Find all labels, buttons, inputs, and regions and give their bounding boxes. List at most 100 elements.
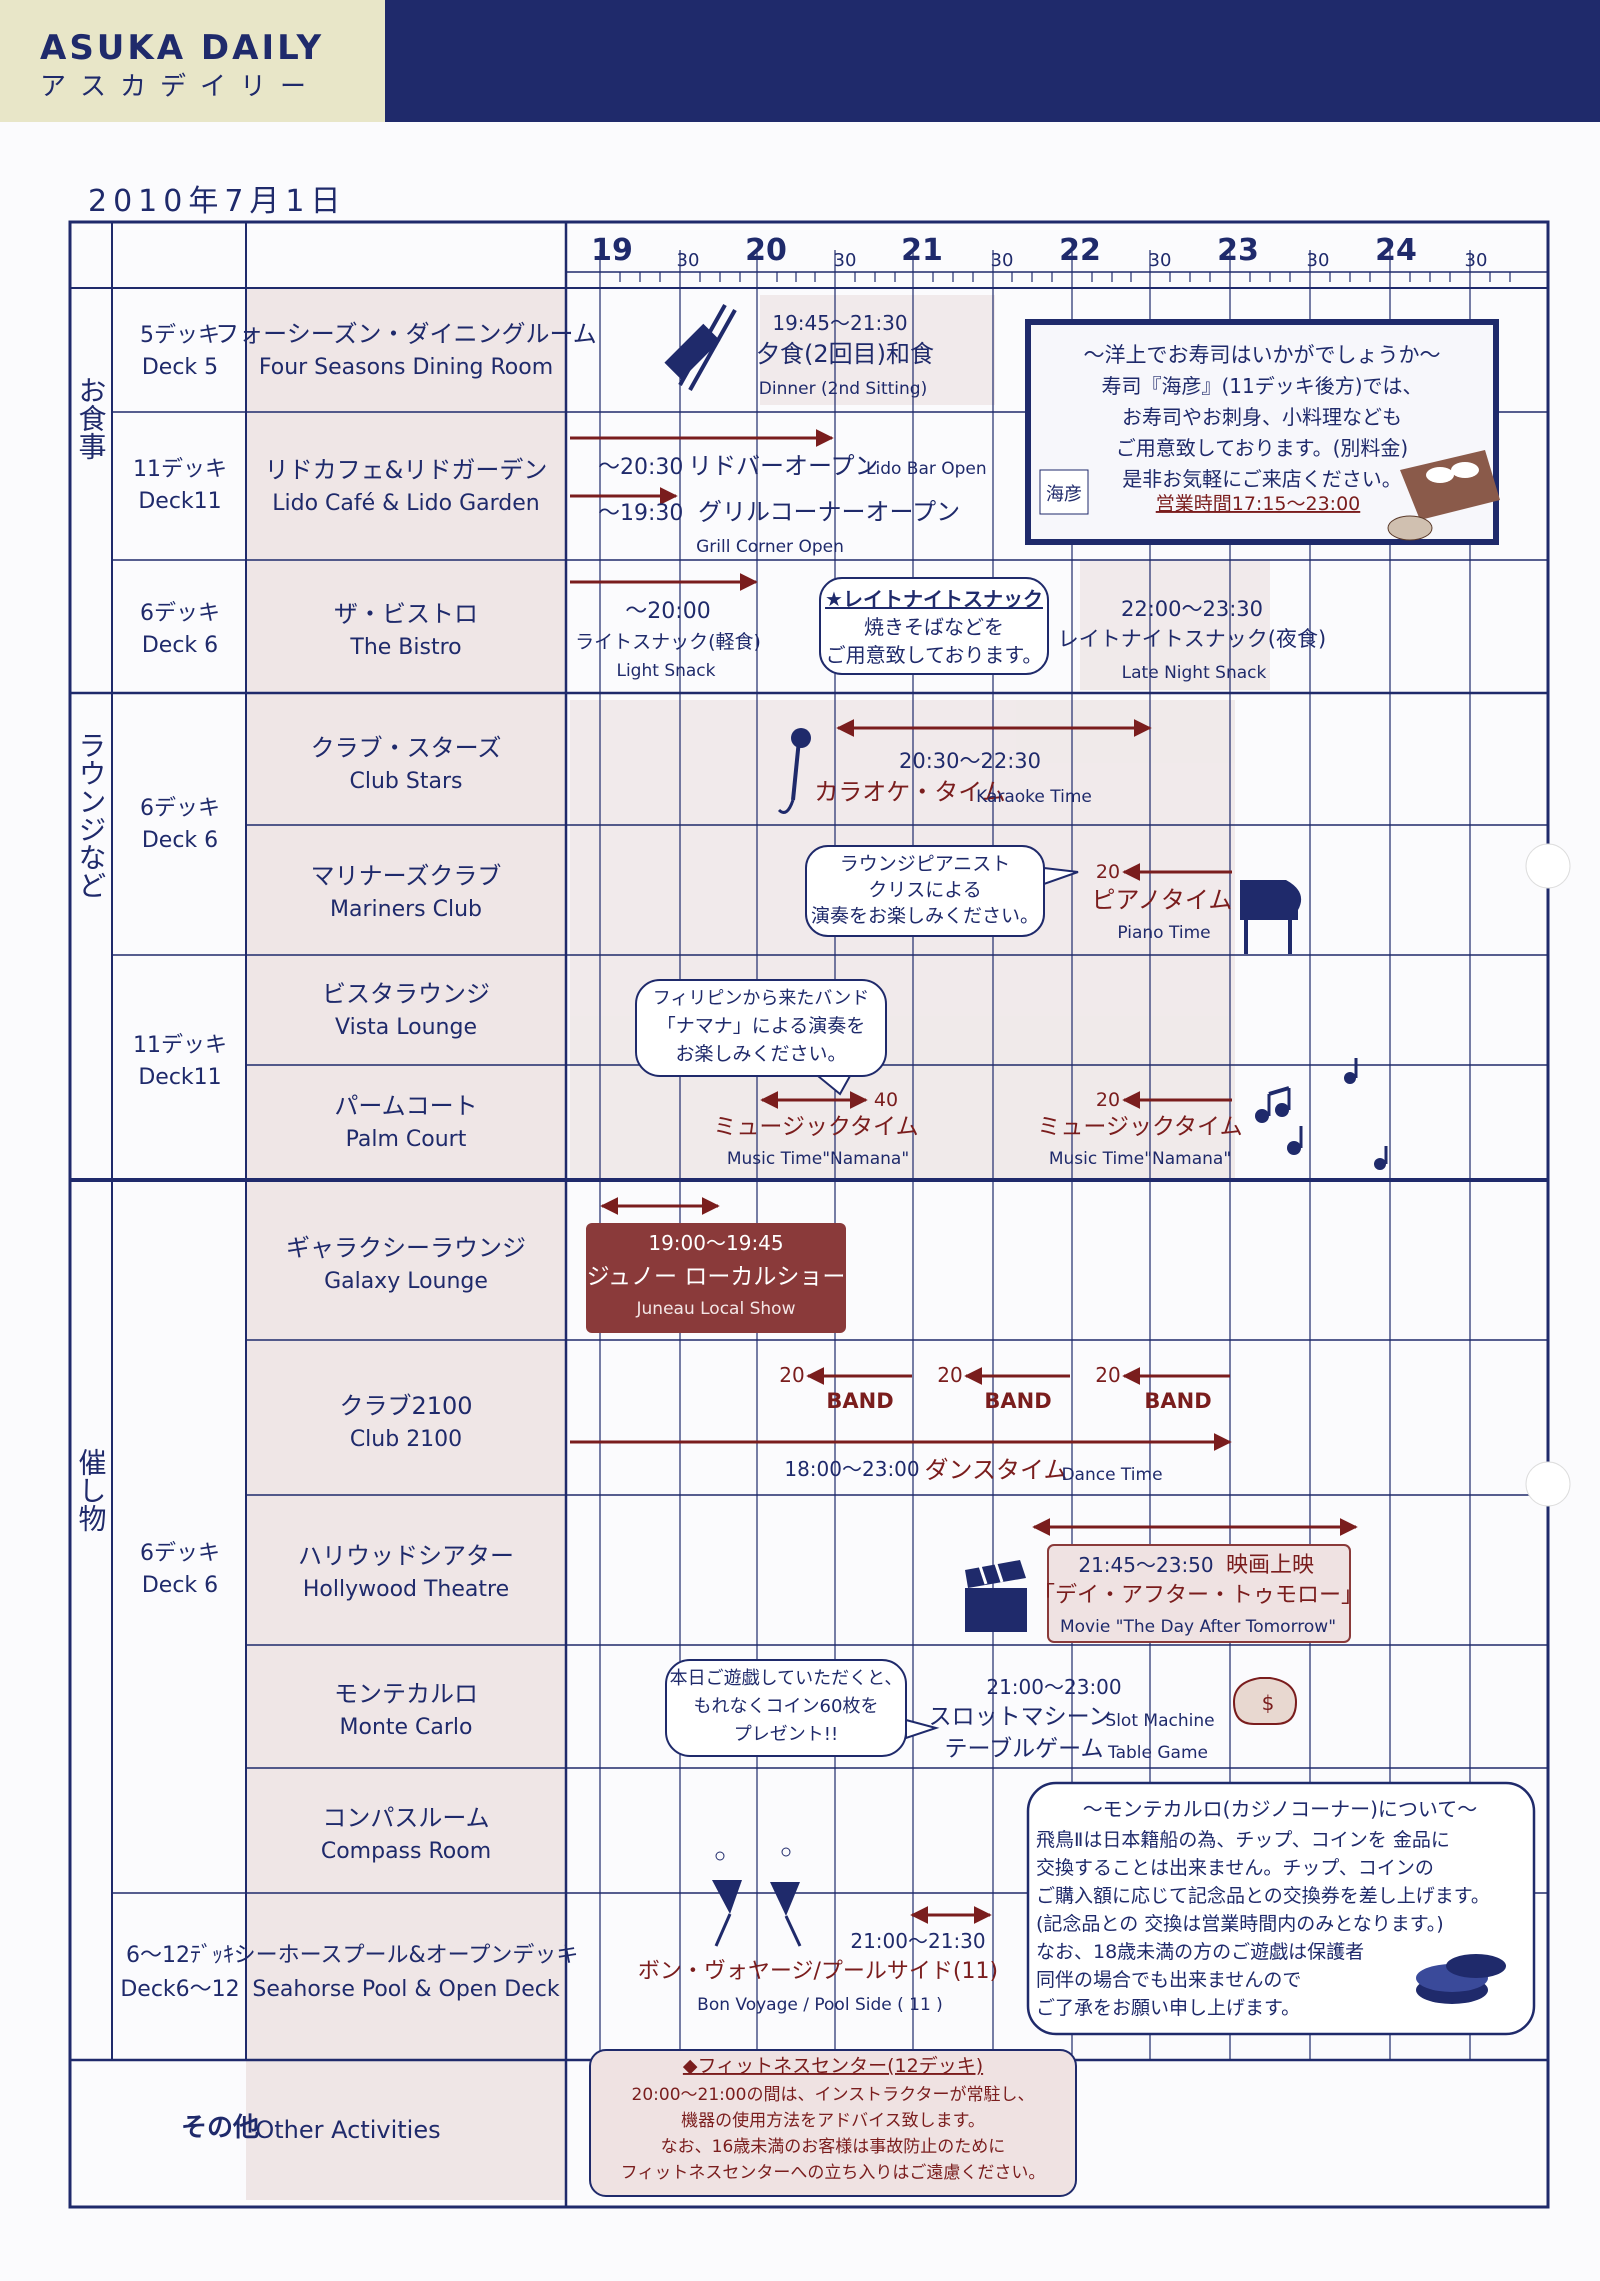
dance-en: Dance Time [1061,1465,1162,1485]
bon-voyage-en: Bon Voyage / Pool Side ( 11 ) [697,1995,943,2015]
venue-galaxy-jp: ギャラクシーラウンジ [286,1234,526,1262]
music-notes-icon [1255,1058,1388,1170]
coin-note-bubble [665,1659,907,1757]
karaoke-jp: カラオケ・タイム [814,778,1006,806]
movie-time: 21:45～23:50 [1078,1553,1213,1577]
half-hour-labels: 30 30 30 30 30 30 [677,250,1488,271]
section-lounge: ラウンジなど [75,731,108,899]
band-note-line: 「ナマナ」による演奏を [657,1015,865,1037]
casino-jp1: スロットマシーン [929,1704,1112,1730]
fitness-line: なお、16歳未満のお客様は事故防止のために [661,2137,1006,2157]
deck-6-12-en: Deck6～12 [120,1977,239,2002]
light-snack-jp: ライトスナック(軽食) [575,631,761,653]
hour-label: 24 [1375,233,1417,268]
hour-label: 19 [591,233,633,268]
casino-info: ～モンテカルロ(カジノコーナー)について～ 飛鳥Ⅱは日本籍船の為、チップ、コイン… [1026,1781,1536,2036]
event-dinner: 19:45～21:30 夕食(2回目)和食 Dinner (2nd Sittin… [664,304,934,399]
venue-bistro-jp: ザ・ビストロ [334,600,478,628]
hour-label: 20 [745,233,787,268]
venue-hollywood-jp: ハリウッドシアター [298,1542,514,1570]
venue-four-seasons-en: Four Seasons Dining Room [259,355,553,380]
lido-bar-en: Lido Bar Open [866,459,987,479]
venue-vista-jp: ビスタラウンジ [322,980,490,1008]
dinner-time: 19:45～21:30 [772,311,907,335]
dance-jp: ダンスタイム [924,1456,1067,1484]
lido-bar-jp: リドバーオープン [688,452,879,480]
deck-6-lounge-en: Deck 6 [142,828,218,853]
casino-info-line: ご購入額に応じて記念品との交換券を差し上げます。 [1036,1884,1490,1907]
pianist-note-line: 演奏をお楽しみください。 [811,905,1039,927]
grill-time: ～19:30 [598,501,683,526]
event-movie: 21:45～23:50 映画上映 「デイ・アフター・トゥモロー」 Movie "… [965,1518,1363,1643]
hour-label: 22 [1059,233,1101,268]
venue-four-seasons-jp: フォーシーズン・ダイニングルーム [215,320,597,348]
pianist-note-bubble [805,845,1045,937]
late-note-title: ★レイトナイトスナック [825,587,1043,611]
karaoke-time: 20:30～22:30 [899,749,1041,773]
event-lido: ～20:30 リドバーオープン Lido Bar Open ～19:30 グリル… [570,429,987,557]
piano-en: Piano Time [1117,923,1210,943]
coin-note-line: プレゼント!! [734,1724,838,1745]
coin-note-line: もれなくコイン60枚を [694,1696,879,1717]
venue-compass-en: Compass Room [321,1839,491,1864]
band-note-line: フィリピンから来たバンド [653,988,870,1009]
chopsticks-icon [664,304,737,391]
venue-other-en: Other Activities [255,2116,440,2144]
deck-5-jp: 5デッキ [140,323,220,348]
pianist-note-line: ラウンジピアニスト [840,853,1011,875]
grid-lines [68,220,1550,2209]
band-start: 20 [937,1363,962,1387]
deck-6-lounge-jp: 6デッキ [140,796,220,821]
venue-palm-en: Palm Court [346,1127,467,1152]
music2-en: Music Time"Namana" [1049,1149,1231,1169]
venue-mariners-en: Mariners Club [330,897,482,922]
light-snack-en: Light Snack [616,661,715,681]
venue-club-stars-jp: クラブ・スターズ [311,734,502,762]
juneau-time: 19:00～19:45 [648,1231,783,1255]
sushi-notice: ～洋上でお寿司はいかがでしょうか～ 寿司『海彦』(11デッキ後方)では、 お寿司… [1025,319,1500,545]
venue-seahorse-en: Seahorse Pool & Open Deck [252,1977,559,2002]
band-label: BAND [826,1389,893,1413]
venue-monte-en: Monte Carlo [340,1715,473,1740]
sushi-line: 是非お気軽にご来店ください。 [1122,467,1402,491]
grill-en: Grill Corner Open [696,537,844,557]
venue-club2100-en: Club 2100 [350,1427,462,1452]
section-events: 催し物 [75,1448,108,1532]
half-hour-label: 30 [834,250,857,271]
venue-mariners-jp: マリナーズクラブ [311,862,502,890]
deck-6-en: Deck 6 [142,633,218,658]
event-bistro: ～20:00 ライトスナック(軽食) Light Snack ★レイトナイトスナ… [570,573,1326,683]
light-snack-time: ～20:00 [625,599,710,624]
header-brand-panel [0,0,385,122]
venue-vista-en: Vista Lounge [335,1015,477,1040]
sushi-hours: 営業時間17:15～23:00 [1156,493,1361,515]
header-banner [385,0,1600,122]
venue-hollywood-en: Hollywood Theatre [303,1577,509,1602]
casino-info-line: 交換することは出来ません。チップ、コインの [1036,1857,1434,1879]
coin-note-line: 本日ご遊戯していただくと、 [670,1668,903,1689]
band-note-line: お楽しみください。 [675,1043,846,1065]
dinner-en: Dinner (2nd Sitting) [759,379,927,399]
microphone-icon [777,728,811,814]
deck-6-jp: 6デッキ [140,601,220,626]
half-hour-label: 30 [1149,250,1172,271]
casino-info-line: なお、18歳未満の方のご遊戯は保護者 [1036,1941,1364,1963]
dance-time: 18:00～23:00 [784,1457,919,1481]
half-hour-label: 30 [1465,250,1488,271]
venue-monte-jp: モンテカルロ [334,1680,478,1708]
half-hour-label: 30 [677,250,700,271]
brand-title: ASUKA DAILY [40,28,325,68]
venue-seahorse-jp: シーホースプール&オープンデッキ [234,1943,579,1968]
dinner-jp: 夕食(2回目)和食 [756,340,934,368]
casino-en2: Table Game [1107,1743,1208,1763]
casino-info-line: 同伴の場合でも出来ませんので [1036,1969,1301,1991]
section-labels: お食事 ラウンジなど 催し物 [75,376,108,1532]
late-snack-time: 22:00～23:30 [1121,597,1263,621]
fitness-line: フィットネスセンターへの立ち入りはご遠慮ください。 [621,2163,1046,2183]
bon-voyage-jp: ボン・ヴォヤージ/プールサイド(11) [638,1959,998,1984]
event-casino: 本日ご遊戯していただくと、 もれなくコイン60枚を プレゼント!! 21:00～… [665,1659,1298,1763]
clapperboard-icon [965,1560,1027,1632]
half-hour-label: 30 [991,250,1014,271]
sushi-plate-icon [1387,450,1500,541]
